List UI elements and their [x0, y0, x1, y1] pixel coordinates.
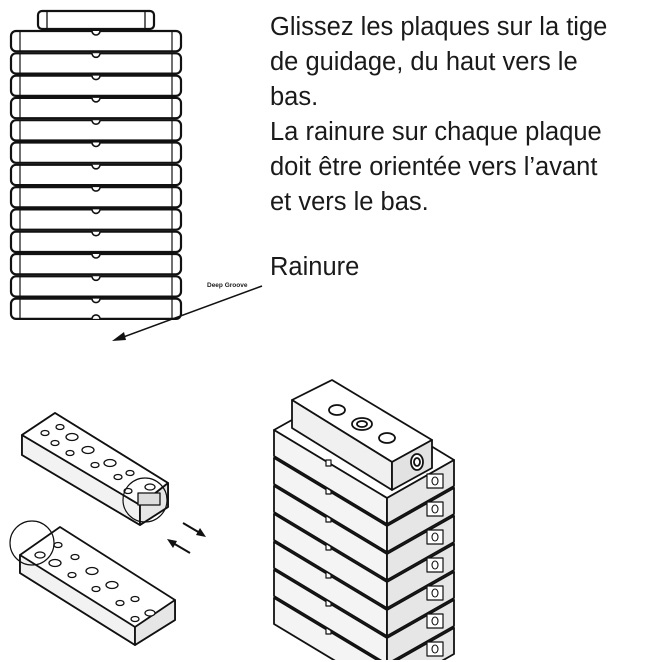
plate-groove — [91, 53, 101, 59]
instruction-line: et vers le bas. — [270, 188, 429, 216]
plates-detail-illustration — [9, 412, 206, 646]
top-cap — [36, 9, 156, 31]
groove-arrow-line — [117, 285, 263, 340]
plate-groove — [91, 298, 101, 304]
top-block — [291, 379, 433, 491]
deep-groove-label: Deep Groove — [207, 282, 248, 289]
upper-plate — [21, 412, 169, 526]
plate-groove — [91, 253, 101, 259]
weight-stack-isometric — [273, 379, 455, 660]
slide-arrows — [167, 522, 206, 554]
detail-circle-lower — [9, 520, 55, 566]
plate-groove — [91, 97, 101, 103]
plate-groove — [91, 209, 101, 215]
plate-groove — [91, 276, 101, 282]
plate-groove — [91, 120, 101, 125]
lower-plate — [19, 526, 176, 646]
detail-circle-upper — [122, 477, 168, 523]
plate-groove — [91, 142, 101, 148]
weight-stack-front-view — [9, 9, 263, 341]
plate-groove — [91, 30, 101, 36]
groove-arrow-head — [112, 332, 126, 341]
instruction-line: bas. — [270, 83, 319, 111]
instruction-line: Glissez les plaques sur la tige — [270, 13, 608, 41]
instructions-text: Glissez les plaques sur la tige de guida… — [270, 10, 650, 220]
rainure-label: Rainure — [270, 253, 360, 281]
plate-groove — [91, 231, 101, 237]
bottom-groove — [91, 314, 101, 320]
plate-groove — [91, 164, 101, 170]
instruction-line: doit être orientée vers l’avant — [270, 153, 598, 181]
instruction-line: La rainure sur chaque plaque — [270, 118, 602, 146]
plate-groove — [91, 75, 101, 81]
plate-groove — [91, 186, 101, 192]
instruction-line: de guidage, du haut vers le — [270, 48, 578, 76]
